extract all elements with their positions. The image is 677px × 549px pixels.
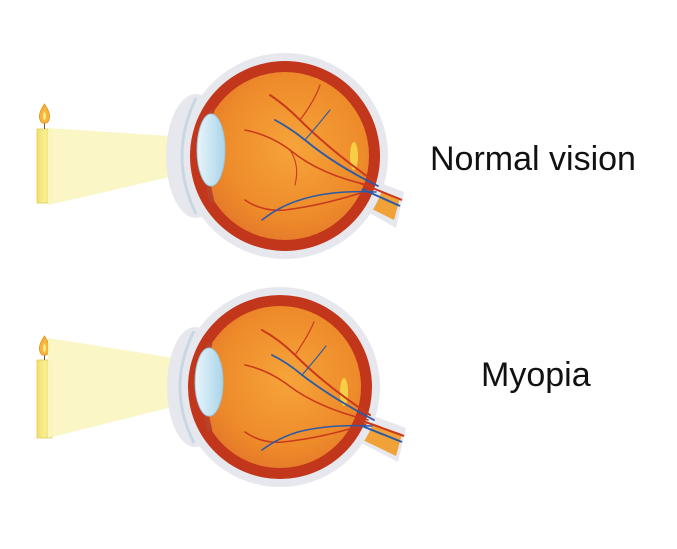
lens (194, 347, 224, 417)
eye-cross-section-icon (167, 287, 380, 487)
lens (196, 113, 226, 187)
normal-vision-panel (36, 53, 404, 259)
eye-cross-section-icon (166, 53, 388, 259)
light-beam (48, 128, 200, 205)
myopia-panel (36, 287, 406, 487)
myopia-label: Myopia (481, 356, 591, 394)
normal-vision-label: Normal vision (430, 140, 636, 178)
light-beam (48, 338, 200, 438)
